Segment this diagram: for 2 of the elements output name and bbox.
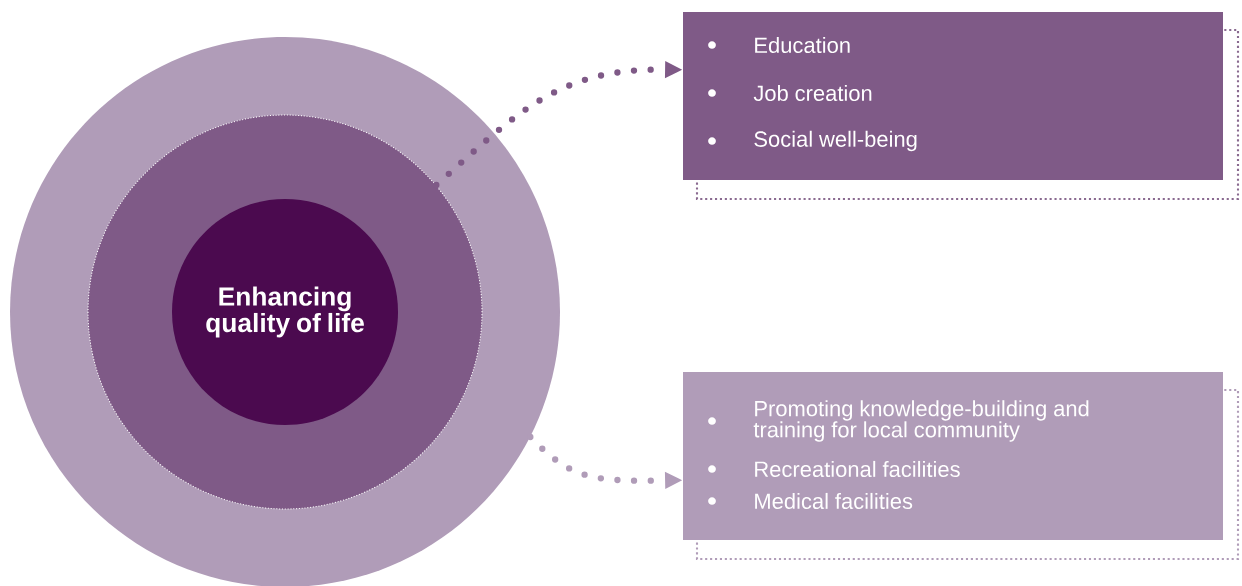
list-box: Promoting knowledge-building and training for local community Recreational facilities Medical facilities xyxy=(683,372,1223,540)
list-box: Education Job creation Social well-being xyxy=(683,12,1223,180)
